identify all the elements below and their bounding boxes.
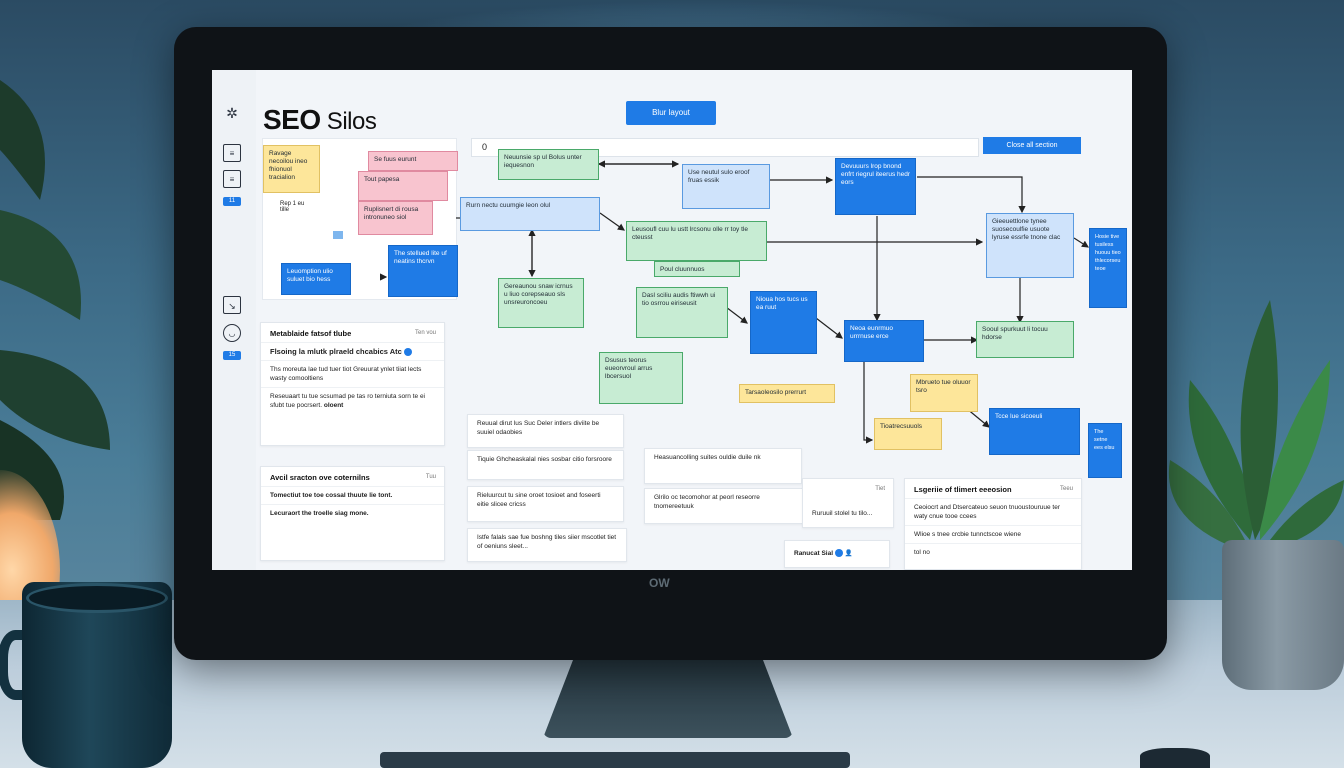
list-item[interactable]: Ceoiocrt and Dtsercateuo seuon tnuoustou… <box>905 498 1081 525</box>
user-avatar-icon: 👤 <box>844 550 853 557</box>
node-green-3[interactable]: Gereaunou snaw icrnus u liuo corepseauo … <box>498 278 584 328</box>
node-green-5[interactable]: Sooul spurkuut li tocuu hdorse <box>976 321 1074 358</box>
node-solid-1[interactable]: Devuuurs lrop bnond enfrt riegrul iteeru… <box>835 158 916 215</box>
list-item[interactable]: tol no <box>905 543 1081 561</box>
card-header: Metablaide fatsof tlube <box>270 329 352 338</box>
monitor-logo: OW <box>649 576 670 590</box>
page-title: SEO Silos <box>263 104 377 135</box>
center-card-3[interactable]: Tiet Ruruuil stolel tu tilo... <box>802 478 894 528</box>
node-solid-3[interactable]: Neoa eunrmuo urrrnuse erce <box>844 320 924 362</box>
mug-rim <box>26 583 168 613</box>
list-item[interactable]: Tomectiut toe toe cossal thuute lie tont… <box>261 486 444 504</box>
center-card-2[interactable]: Glrilo oc tecomohor at peorl reseorre tn… <box>644 488 804 524</box>
document-icon[interactable]: ≡ <box>223 144 241 162</box>
right-card: Lsgeriie of tlimert eeeosion Teeu Ceoioc… <box>904 478 1082 570</box>
mini-side-text: Rep 1 eu tille <box>280 201 305 213</box>
node-yellow-2[interactable]: Mbrueto tue oluuor tsro <box>910 374 978 412</box>
list-item[interactable]: Reseuaart tu tue scsumad pe tas ro terni… <box>261 387 444 414</box>
sidebar-badge: 11 <box>223 197 241 206</box>
mid-card-2[interactable]: Tiquie Ghcheaskalal nies sosbar citio fo… <box>467 450 624 480</box>
node-yellow-3[interactable]: Tioatrecsuuols <box>874 418 942 450</box>
card-tag: Ten vou <box>414 330 436 336</box>
logo-icon[interactable]: ✲ <box>226 105 238 121</box>
node-blue-1[interactable]: Rurn nectu cuumgie leon olul <box>460 197 600 231</box>
sidebar-badge-2: 15 <box>223 351 241 360</box>
blur-layout-button[interactable]: Blur layout <box>626 101 716 125</box>
mug <box>22 582 172 768</box>
node-blue-2[interactable]: Use neutul sulo eroof fruas essik <box>682 164 770 209</box>
monitor-stand <box>543 660 793 738</box>
screen: ✲ ≡ ≡ 11 ↘ ◡ 15 SEO Silos Blur layout Ra… <box>212 70 1132 570</box>
node-green-2[interactable]: Leusoufl cuu lu ustt lrcsonu olle rr toy… <box>626 221 767 261</box>
mini-node-pink-1[interactable]: Se fuus eurunt <box>368 151 458 171</box>
node-green-1[interactable]: Neuunsie sp ul Bolus unter iequesnon <box>498 149 599 180</box>
close-all-button[interactable]: Close all section <box>983 137 1081 154</box>
card-header: Avcil sracton ove coternilns <box>270 473 370 482</box>
mid-card-1[interactable]: Reuual dirut lus Suc Deler intlers divii… <box>467 414 624 448</box>
node-green-6[interactable]: Dsusus teorus eueorvroul arrus lbcersuol <box>599 352 683 404</box>
status-chip[interactable]: Ranucat Sial 👤 <box>784 540 890 568</box>
chip-icon <box>834 549 843 558</box>
cursor-marker <box>333 231 343 239</box>
node-solid-4[interactable]: Tcce lue sicoeuli <box>989 408 1080 455</box>
keyboard <box>380 752 850 768</box>
mini-node-blue-2[interactable]: The stellued lite uf neatins thcrvn <box>388 245 458 297</box>
card-tag: Teeu <box>1059 486 1073 492</box>
plant-left <box>0 80 110 520</box>
info-icon <box>403 348 412 357</box>
plant-pot <box>1222 540 1344 690</box>
node-blue-3[interactable]: Gieeuettlone tynee suosecoulfie usuote l… <box>986 213 1074 278</box>
plant-right <box>1168 300 1344 550</box>
node-yellow-1[interactable]: Tarsaoleosilo prerrurt <box>739 384 835 403</box>
mid-card-3[interactable]: Rieluurcut tu sine oroet tosioet and fos… <box>467 486 624 522</box>
mini-node-yellow[interactable]: Ravage necoilou ineo fhionuol tracialion <box>263 145 320 193</box>
node-solid-edge-2[interactable]: The setne ees elsu <box>1088 423 1122 478</box>
card-header: Lsgeriie of tlimert eeeosion <box>914 485 1012 494</box>
mouse <box>1140 748 1210 768</box>
chip-label: Ranucat Sial 👤 <box>794 549 853 558</box>
left-card-2: Avcil sracton ove coternilns Tuu Tomecti… <box>260 466 445 561</box>
chart-icon[interactable]: ↘ <box>223 296 241 314</box>
card-tag: Tuu <box>425 474 436 480</box>
left-card-1: Metablaide fatsof tlube Ten vou Flsoing … <box>260 322 445 446</box>
user-icon[interactable]: ◡ <box>223 324 241 342</box>
node-solid-2[interactable]: Nioua hos tucs us ea ruut <box>750 291 817 354</box>
card-tag: Tiet <box>875 486 885 492</box>
node-solid-edge-1[interactable]: Hosie tive tusiless huouu tieo thlecorse… <box>1089 228 1127 308</box>
list-item[interactable]: Wlioe s tnee crcbie tunnctscoe wiene <box>905 525 1081 543</box>
mid-card-4[interactable]: Istfe falals sae fue boshng tiles siier … <box>467 528 627 562</box>
list-item[interactable]: Lecuraort the troelle siag mone. <box>261 504 444 522</box>
node-green-2b[interactable]: Poul cluunnuos <box>654 261 740 277</box>
mini-node-blue[interactable]: Leuomption ulio suluet bio hess <box>281 263 351 295</box>
mini-panel: Ravage necoilou ineo fhionuol tracialion… <box>262 138 458 300</box>
list-item[interactable]: Ths moreuta lae tud tuer tiot Greuurat y… <box>261 360 444 387</box>
node-green-4[interactable]: Dasl sciliu audis ftiwwh ui tio osrrou e… <box>636 287 728 338</box>
center-card-1[interactable]: Heasuancolling suites ouldie duile nk <box>644 448 802 484</box>
list-item[interactable]: Flsoing la mlutk plraeld chcabics Atc <box>261 342 444 360</box>
sidebar: ✲ ≡ ≡ 11 ↘ ◡ 15 <box>212 70 256 570</box>
list-icon[interactable]: ≡ <box>223 170 241 188</box>
mini-node-pink-2[interactable]: Tout papesa <box>358 171 448 201</box>
mini-node-pink-3[interactable]: Ruplisnert di rousa intronuneo siol <box>358 201 433 235</box>
